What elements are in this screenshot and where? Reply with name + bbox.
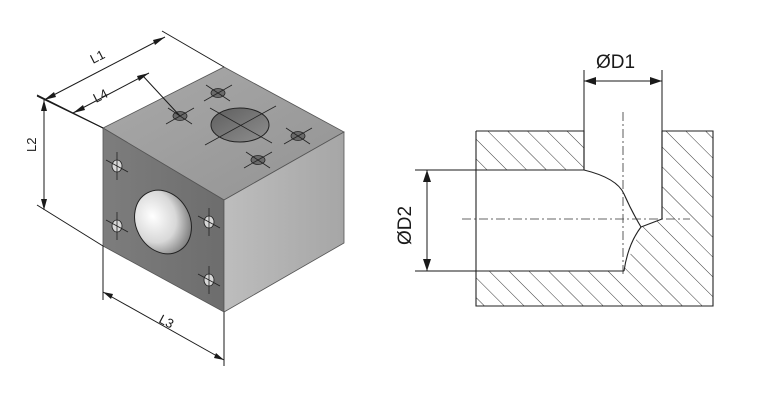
top-bore-crosshair bbox=[204, 105, 277, 146]
section-hatched-material bbox=[476, 131, 713, 306]
side-bore bbox=[134, 189, 192, 255]
dimension-l4-label: L4 bbox=[91, 86, 111, 106]
top-tapped-holes bbox=[165, 84, 313, 169]
dimension-d1: ØD1 bbox=[583, 52, 663, 131]
block-right-face bbox=[223, 131, 345, 313]
dimension-l1-label: L1 bbox=[88, 47, 108, 67]
dimension-d1-label: ØD1 bbox=[596, 52, 635, 73]
side-tapped-holes bbox=[105, 152, 221, 294]
isometric-block-view: L1 L4 L2 L3 bbox=[24, 30, 345, 366]
section-view: ØD1 ØD2 bbox=[395, 52, 714, 307]
dimension-l3-label: L3 bbox=[157, 311, 177, 331]
dimension-l3: L3 bbox=[102, 246, 225, 366]
dimension-d2: ØD2 bbox=[395, 169, 476, 272]
dimension-l2-label: L2 bbox=[24, 138, 39, 152]
dimension-d2-label: ØD2 bbox=[395, 206, 416, 245]
dimension-l4: L4 bbox=[72, 72, 181, 117]
dimension-l2: L2 bbox=[24, 94, 104, 247]
